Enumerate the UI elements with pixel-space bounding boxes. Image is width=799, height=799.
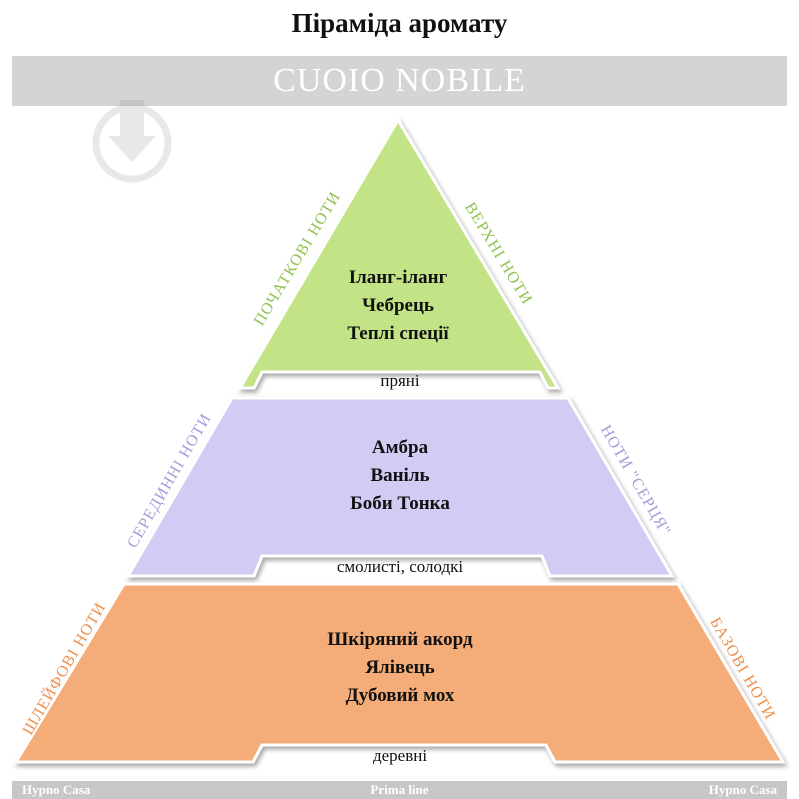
base-tier-descriptor: деревні [372, 746, 428, 765]
footer-line-name: Prima line [370, 782, 429, 797]
note-item: Боби Тонка [350, 493, 450, 514]
note-item: Ваніль [370, 465, 430, 486]
note-item: Іланг-іланг [348, 267, 448, 288]
top-tier-shape [237, 117, 561, 390]
base-tier-notes: Шкіряний акорд Ялівець Дубовий мох [270, 626, 530, 710]
middle-tier-descriptor: смолисті, солодкі [336, 557, 464, 576]
note-item: Ялівець [365, 657, 435, 678]
top-tier-descriptor: пряні [380, 371, 420, 390]
page-title: Піраміда аромату [291, 8, 508, 38]
note-item: Шкіряний акорд [327, 629, 473, 650]
brand-banner [12, 56, 787, 106]
note-item: Дубовий мох [345, 685, 455, 706]
note-item: Теплі спеції [347, 323, 449, 344]
base-tier-shape [13, 582, 786, 764]
watermark-download-icon [92, 100, 172, 183]
middle-tier-shape [125, 396, 675, 578]
note-item: Амбра [371, 437, 429, 458]
note-item: Чебрець [362, 295, 434, 316]
top-tier-notes: Іланг-іланг Чебрець Теплі спеції [298, 264, 498, 348]
brand-name: CUOIO NOBILE [273, 62, 526, 99]
footer-left-brand: Hypno Casa [22, 782, 91, 797]
footer-bar: Hypno Casa Prima line Hypno Casa [12, 781, 787, 799]
middle-tier-notes: Амбра Ваніль Боби Тонка [300, 434, 500, 518]
footer-right-brand: Hypno Casa [708, 782, 777, 797]
